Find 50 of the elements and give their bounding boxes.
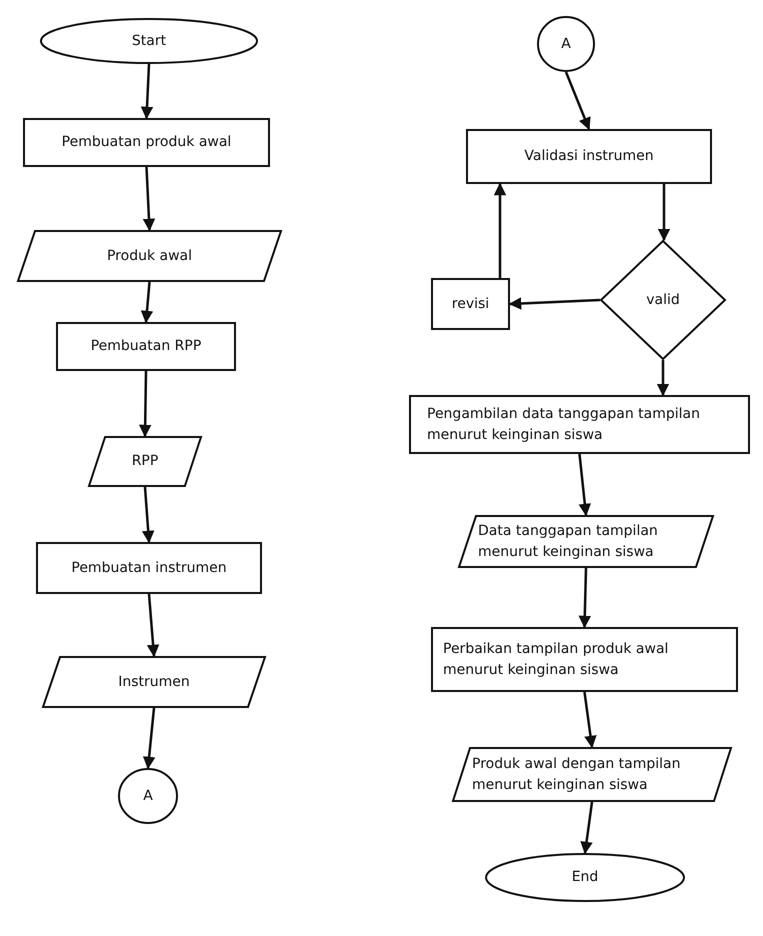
node-label: Perbaikan tampilan produk awal menurut keinginan siswa	[443, 640, 670, 680]
node-label: Pembuatan instrumen	[71, 558, 227, 578]
arrow	[583, 692, 597, 748]
node-label: Pengambilan data tanggapan tampilan menurut keinginan siswa	[427, 405, 701, 444]
arrow	[656, 360, 670, 396]
node-label: A	[143, 786, 153, 806]
data-parallelogram	[458, 515, 714, 568]
node-label: A	[561, 34, 571, 54]
node-label: Produk awal dengan tampilan menurut keinginan siswa	[472, 755, 682, 794]
data-parallelogram	[42, 656, 266, 708]
node-label: Start	[132, 32, 166, 51]
node-label: End	[572, 868, 598, 888]
node-label: valid	[646, 290, 680, 310]
process-box	[409, 395, 750, 454]
node-label: Validasi instrumen	[524, 147, 654, 166]
arrow	[564, 72, 591, 130]
data-parallelogram	[17, 230, 282, 282]
node-label: Pembuatan RPP	[90, 337, 202, 356]
connector-circle	[118, 768, 178, 824]
node-label: Produk awal	[106, 246, 192, 266]
arrow	[140, 64, 154, 120]
arrow	[508, 297, 600, 310]
arrow	[494, 182, 506, 278]
node-label: Data tanggapan tampilan menurut keinginan siswa	[478, 522, 659, 562]
arrow	[140, 282, 154, 324]
arrow	[578, 568, 592, 628]
process-box	[466, 129, 712, 184]
terminal-ellipse	[40, 18, 258, 64]
decision-diamond	[600, 240, 726, 360]
arrow	[146, 594, 160, 658]
process-box	[56, 322, 236, 371]
process-box	[431, 278, 510, 330]
process-box	[431, 627, 738, 692]
arrow	[580, 802, 594, 854]
node-label: Instrumen	[118, 672, 190, 692]
arrow	[142, 486, 154, 544]
node-label: Pembuatan produk awal	[62, 133, 232, 152]
arrow	[142, 166, 156, 232]
arrow	[142, 708, 156, 770]
arrow	[658, 184, 670, 242]
node-label: RPP	[132, 452, 158, 472]
data-parallelogram	[452, 747, 732, 802]
data-parallelogram	[88, 436, 202, 487]
connector-circle	[537, 16, 595, 72]
process-box	[23, 118, 270, 167]
process-box	[36, 542, 262, 594]
arrow	[578, 454, 592, 516]
arrow	[138, 370, 152, 438]
node-label: revisi	[452, 294, 490, 314]
terminal-ellipse	[485, 853, 685, 902]
